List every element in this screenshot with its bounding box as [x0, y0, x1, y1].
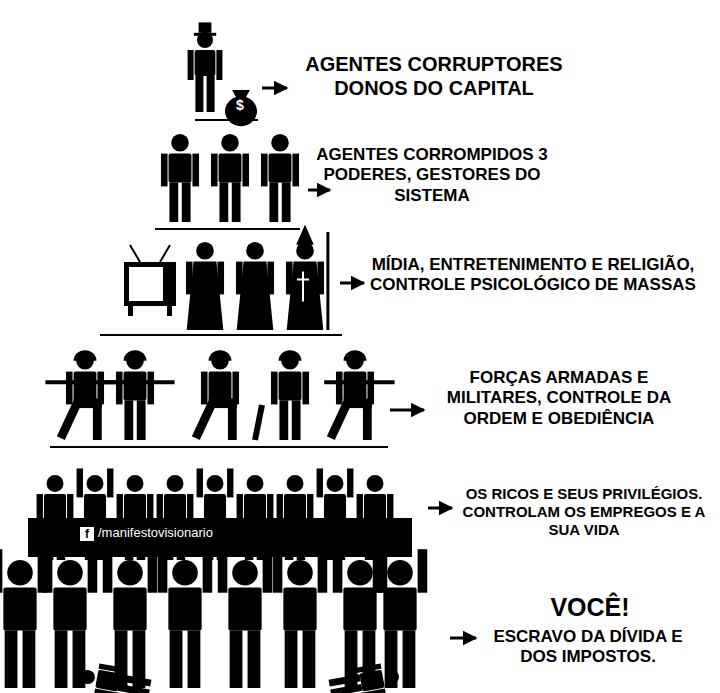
pointer-arrow: [262, 87, 287, 90]
pointer-arrow: [428, 507, 452, 510]
pointer-arrow: [390, 409, 424, 412]
person-figure: [186, 242, 224, 330]
person-figure: [327, 661, 401, 693]
person-figure: [43, 549, 97, 688]
tier-rule: [155, 228, 300, 230]
pointer-arrow: [450, 637, 476, 640]
person-figure: [236, 242, 274, 330]
person-figure: [78, 661, 152, 693]
person-figure: [271, 350, 309, 440]
person-figure: [104, 350, 174, 440]
person-figure: [286, 224, 328, 330]
person-figure: [324, 350, 394, 440]
tier-label: MÍDIA, ENTRETENIMENTO E RELIGIÃO, CONTRO…: [368, 255, 698, 296]
tier-label: AGENTES CORRUPTORES DONOS DO CAPITAL: [284, 52, 584, 100]
person-figure: [0, 549, 47, 688]
figures: [0, 22, 476, 693]
person-figure: [45, 350, 115, 440]
person-figure: [188, 22, 223, 112]
person-figure: [273, 549, 327, 688]
tier-label: ESCRAVO DA DÍVIDA E DOS IMPOSTOS.: [478, 627, 698, 668]
pointer-arrow: [340, 282, 364, 285]
pointer-arrow: [308, 189, 330, 192]
person-figure: [333, 549, 387, 688]
person-figure: [218, 549, 272, 688]
tv-set: [124, 262, 176, 306]
person-figure: [161, 134, 199, 222]
tier-label: OS RICOS E SEUS PRIVILÉGIOS. CONTROLAM O…: [458, 485, 710, 539]
currency-sign: $: [228, 97, 252, 114]
person-figure: [192, 350, 239, 440]
tier-label: AGENTES CORROMPIDOS 3 PODERES, GESTORES …: [312, 145, 552, 206]
person-figure: [261, 134, 299, 222]
person-figure: [211, 134, 249, 222]
tier-rule: [50, 446, 388, 448]
tier-rule: [195, 119, 258, 121]
tier-label: VOCÊ!: [535, 592, 645, 622]
tier-rule: [100, 334, 342, 336]
watermark: /manifestovisionario: [98, 525, 268, 541]
person-figure: [158, 549, 212, 688]
facebook-icon: f: [80, 527, 94, 541]
tier-label: FORÇAS ARMADAS E MILITARES, CONTROLE DA …: [428, 368, 690, 429]
